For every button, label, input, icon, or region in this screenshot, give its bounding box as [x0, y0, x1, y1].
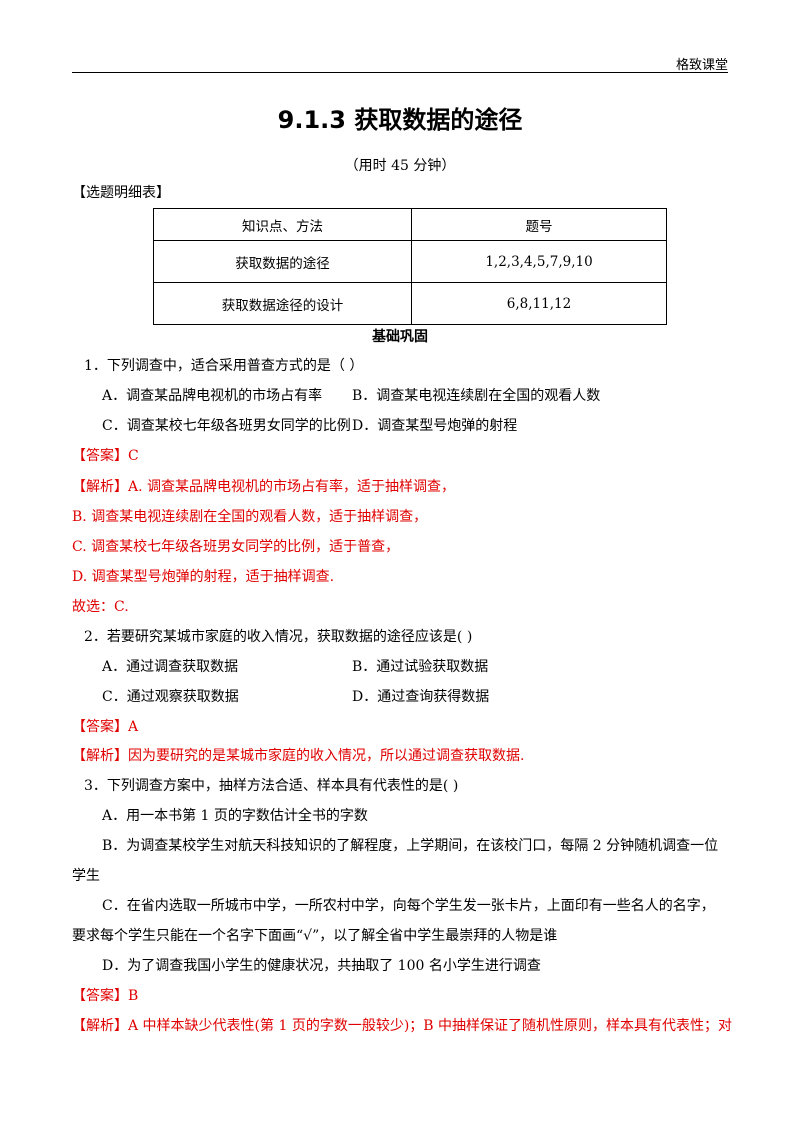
question-3-stem: 3．下列调查方案中，抽样方法合适、样本具有代表性的是( ) [84, 778, 459, 794]
question-3-answer: 【答案】B [72, 986, 138, 1006]
question-3-option-c-cont: 要求每个学生只能在一个名字下面画“√”，以了解全省中学生最崇拜的人物是谁 [72, 928, 558, 944]
question-1-analysis: 【解析】A. 调查某品牌电视机的市场占有率，适于抽样调查， [72, 477, 455, 497]
question-2-answer: 【答案】A [72, 717, 138, 737]
table-row: 获取数据途径的设计 6,8,11,12 [153, 282, 667, 325]
question-1-answer: 【答案】C [72, 446, 139, 466]
answer-tag: 【答案】 [72, 448, 128, 464]
question-1-option-a: A．调查某品牌电视机的市场占有率 [102, 388, 323, 404]
table-row: 获取数据的途径 1,2,3,4,5,7,9,10 [153, 240, 667, 283]
answer-value: A [128, 719, 139, 735]
question-3-option-b-cont: 学生 [72, 868, 100, 884]
analysis-line: A. 调查某品牌电视机的市场占有率，适于抽样调查， [128, 479, 456, 495]
analysis-line: D. 调查某型号炮弹的射程，适于抽样调查. [72, 569, 335, 585]
question-2-option-d: D．通过查询获得数据 [352, 689, 490, 705]
analysis-tag: 【解析】 [72, 1018, 128, 1034]
analysis-line: C. 调查某校七年级各班男女同学的比例，适于普查， [72, 539, 400, 555]
analysis-line: 因为要研究的是某城市家庭的收入情况，所以通过调查获取数据. [128, 748, 525, 764]
analysis-tag: 【解析】 [72, 748, 128, 764]
question-2-analysis: 【解析】因为要研究的是某城市家庭的收入情况，所以通过调查获取数据. [72, 746, 524, 766]
answer-value: C [128, 448, 139, 464]
table-header-row: 知识点、方法 题号 [153, 208, 667, 241]
question-2-option-b: B．通过试验获取数据 [352, 659, 489, 675]
header-rule [72, 72, 728, 73]
answer-value: B [128, 988, 139, 1004]
question-3-option-a: A．用一本书第 1 页的字数估计全书的字数 [102, 808, 368, 824]
analysis-line: A 中样本缺少代表性(第 1 页的字数一般较少)；B 中抽样保证了随机性原则，样… [128, 1018, 733, 1034]
table-header-cell: 知识点、方法 [153, 208, 412, 241]
question-2-option-a: A．通过调查获取数据 [102, 659, 239, 675]
question-2-stem: 2．若要研究某城市家庭的收入情况，获取数据的途径应该是( ) [84, 629, 473, 645]
question-3-analysis: 【解析】A 中样本缺少代表性(第 1 页的字数一般较少)；B 中抽样保证了随机性… [72, 1016, 732, 1036]
answer-tag: 【答案】 [72, 988, 128, 1004]
table-cell: 获取数据途径的设计 [153, 282, 412, 325]
question-1-option-d: D．调查某型号炮弹的射程 [352, 418, 518, 434]
table-heading: 【选题明细表】 [72, 185, 170, 201]
question-1-stem: 1．下列调查中，适合采用普查方式的是（ ） [84, 358, 364, 374]
page-title: 9.1.3 获取数据的途径 [277, 106, 523, 134]
page-subtitle: （用时 45 分钟） [344, 158, 456, 174]
question-3-option-c: C．在省内选取一所城市中学，一所农村中学，向每个学生发一张卡片，上面印有一些名人… [102, 898, 715, 914]
table-cell: 6,8,11,12 [411, 282, 667, 325]
analysis-tag: 【解析】 [72, 479, 128, 495]
question-3-option-d: D．为了调查我国小学生的健康状况，共抽取了 100 名小学生进行调查 [102, 958, 541, 974]
question-2-option-c: C．通过观察获取数据 [102, 689, 239, 705]
header-brand: 格致课堂 [675, 58, 728, 73]
question-1-option-b: B．调查某电视连续剧在全国的观看人数 [352, 388, 601, 404]
analysis-line: 故选：C. [72, 599, 129, 615]
topic-table: 知识点、方法 题号 获取数据的途径 1,2,3,4,5,7,9,10 获取数据途… [153, 208, 667, 325]
table-header-cell: 题号 [411, 208, 667, 241]
analysis-line: B. 调查某电视连续剧在全国的观看人数，适于抽样调查， [72, 509, 428, 525]
section-title: 基础巩固 [372, 329, 428, 345]
table-cell: 1,2,3,4,5,7,9,10 [411, 240, 667, 283]
question-1-option-c: C．调查某校七年级各班男女同学的比例 [102, 418, 351, 434]
table-cell: 获取数据的途径 [153, 240, 412, 283]
answer-tag: 【答案】 [72, 719, 128, 735]
question-3-option-b: B．为调查某校学生对航天科技知识的了解程度，上学期间，在该校门口，每隔 2 分钟… [102, 838, 719, 854]
